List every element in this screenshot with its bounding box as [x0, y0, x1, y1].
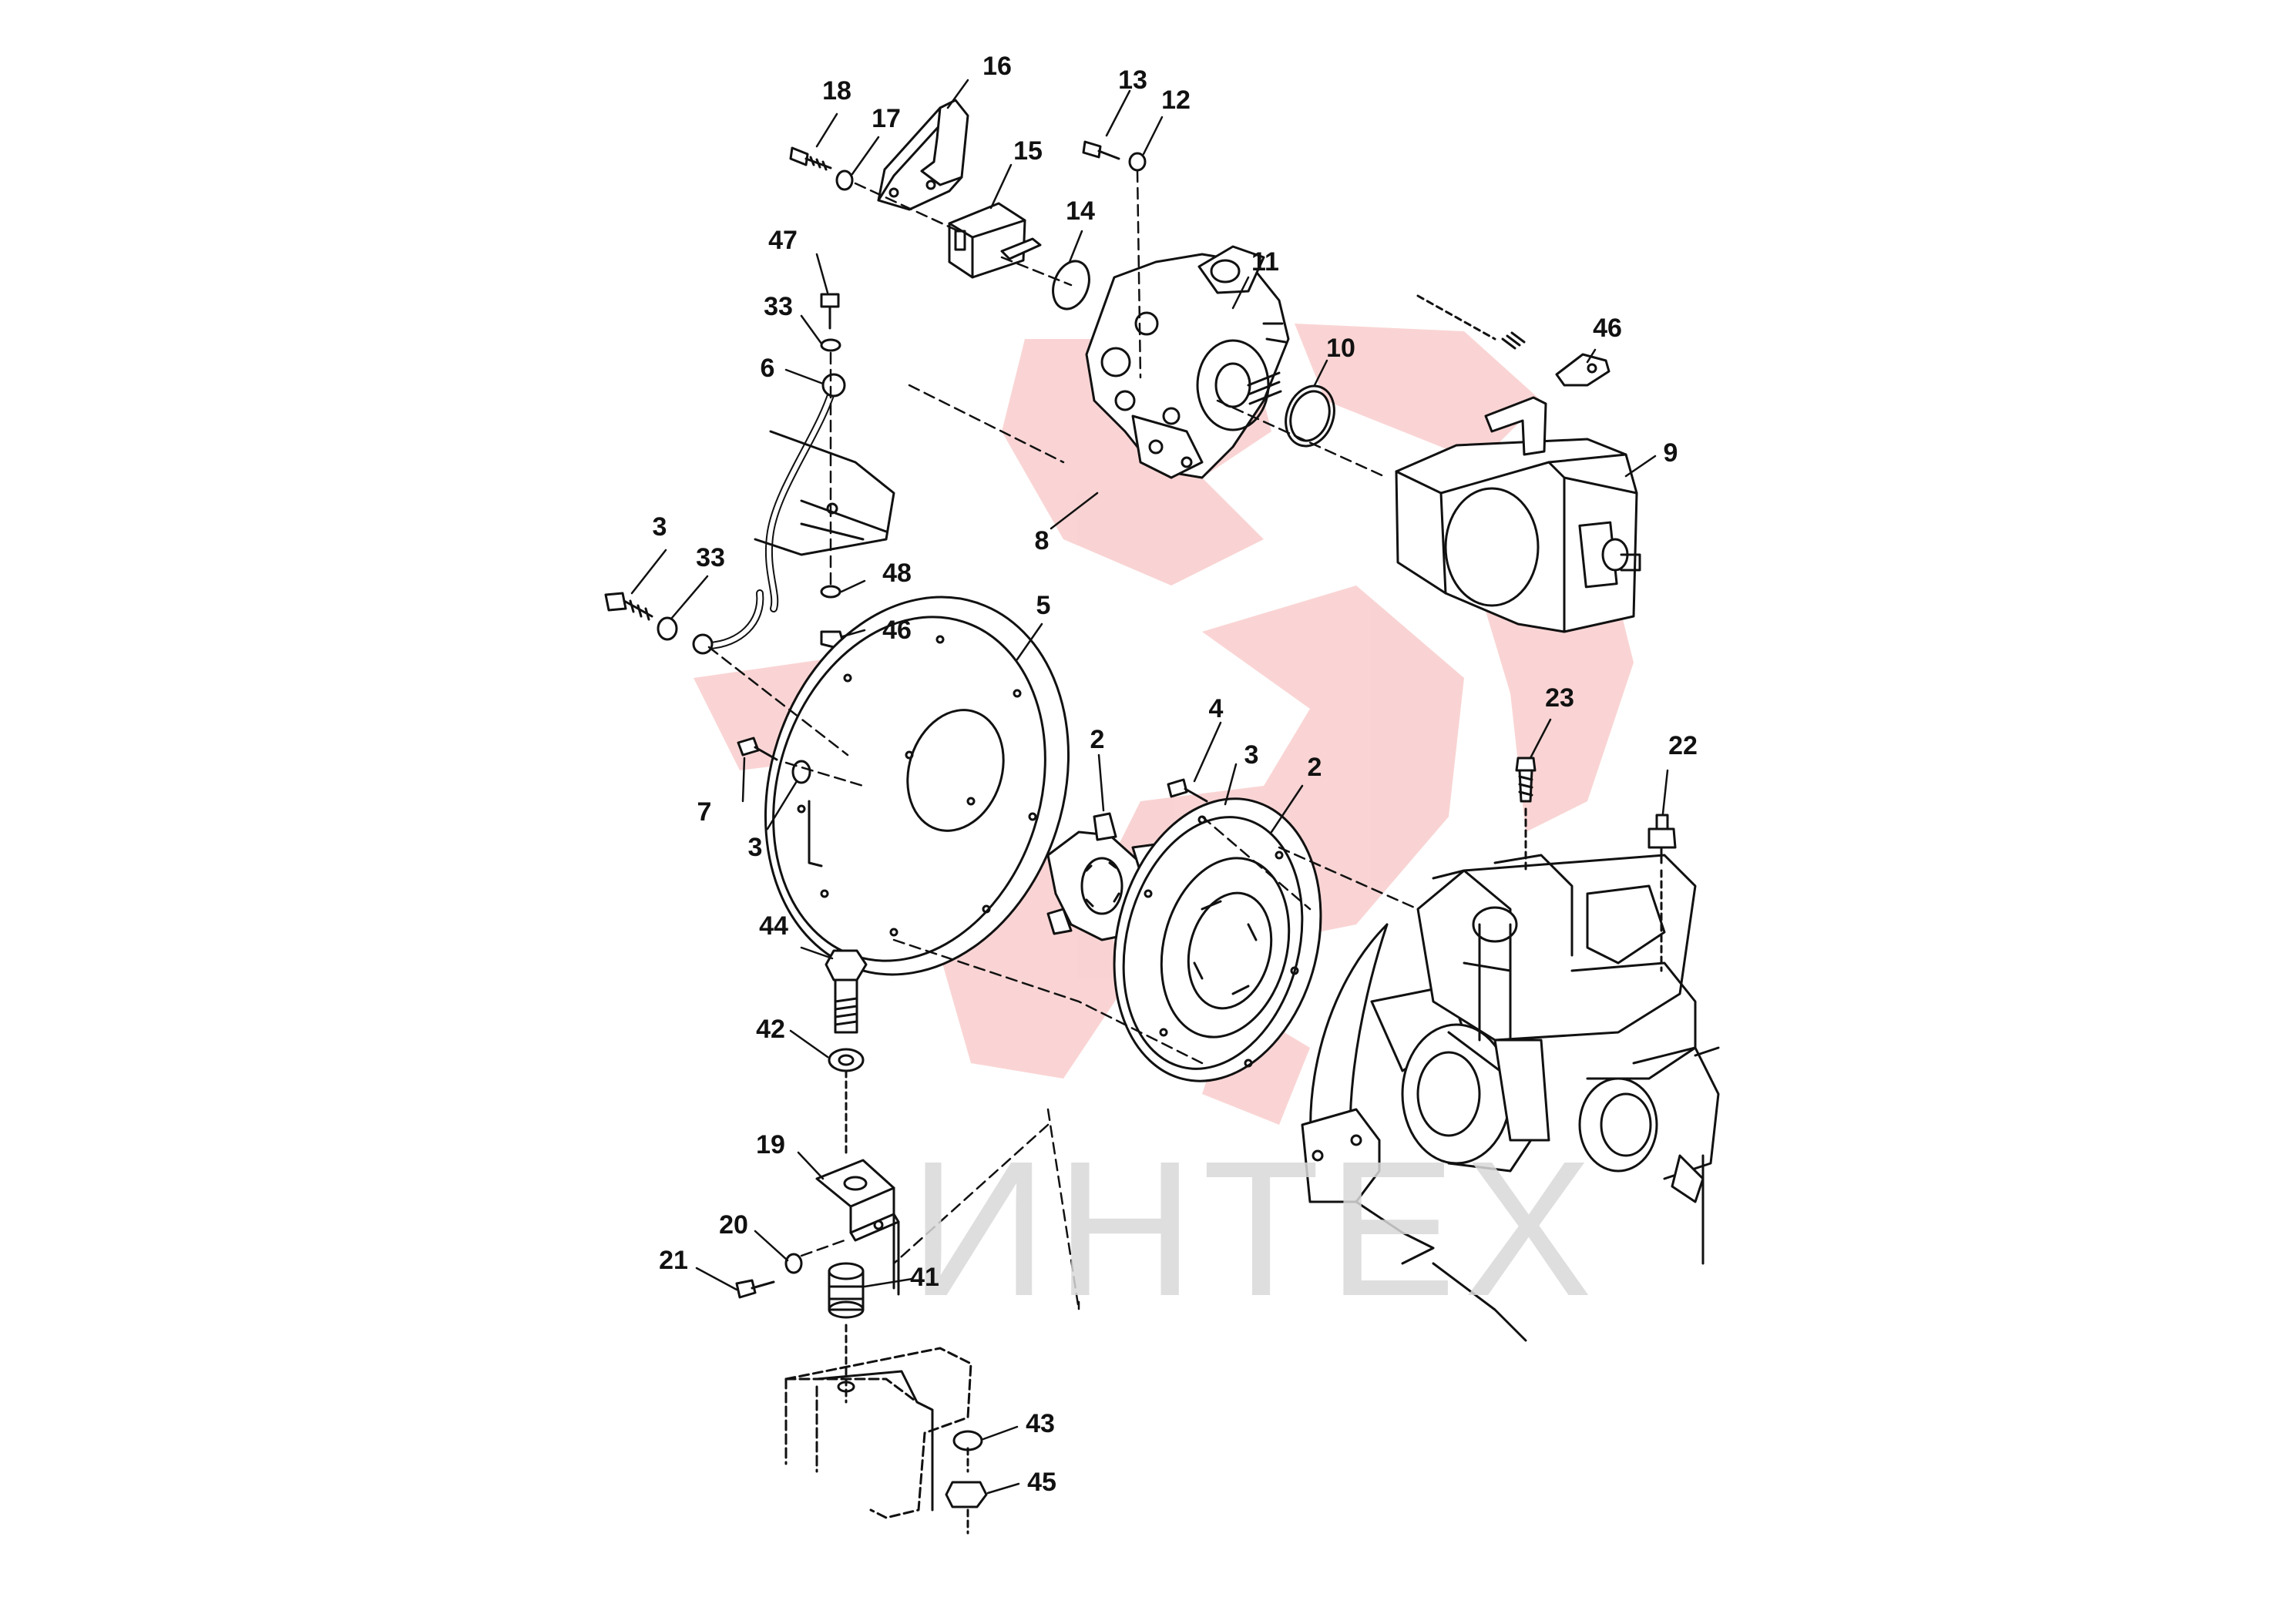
sensor-22: [1647, 814, 1677, 972]
leader-lines: [630, 79, 1669, 1495]
o-ring-10: [1285, 384, 1335, 448]
callout-41: 41: [910, 1263, 939, 1292]
washer-3-hose: [657, 616, 678, 641]
callout-17: 17: [872, 104, 901, 133]
bracket-16: [877, 99, 969, 211]
callout-21: 21: [659, 1246, 688, 1275]
callout-3: 3: [747, 833, 763, 862]
callout-18: 18: [822, 76, 851, 106]
engine-block: [1301, 854, 1720, 1342]
callout-8: 8: [1034, 526, 1050, 555]
watermark-text: ИНТЕХ: [909, 1121, 1600, 1336]
callout-13: 13: [1118, 65, 1147, 95]
washer-12: [1128, 152, 1147, 172]
callout-9: 9: [1663, 438, 1678, 468]
washer-33-lower: [820, 585, 841, 599]
hose-6: [692, 373, 846, 655]
washer-42: [828, 1048, 865, 1072]
bolt-21: [735, 1279, 775, 1299]
callout-16: 16: [982, 52, 1012, 81]
callout-20: 20: [719, 1210, 748, 1240]
callout-3: 3: [652, 512, 667, 542]
coupling-2-large: [1113, 797, 1322, 1082]
callout-22: 22: [1668, 731, 1698, 760]
callout-15: 15: [1013, 136, 1043, 166]
callout-11: 11: [1251, 247, 1279, 277]
callout-4: 4: [1208, 694, 1224, 723]
bolt-47: [820, 293, 840, 330]
callout-3: 3: [1244, 740, 1259, 770]
hydraulic-pump-11: [1085, 245, 1290, 479]
washer-20: [784, 1253, 803, 1274]
callout-14: 14: [1066, 196, 1095, 226]
callout-23: 23: [1545, 683, 1574, 713]
washer-3-plate: [791, 760, 811, 784]
washer-17: [835, 169, 854, 191]
callout-45: 45: [1027, 1468, 1056, 1497]
bolt-4: [1167, 778, 1208, 803]
callout-2: 2: [1090, 725, 1105, 754]
callout-46: 46: [1593, 314, 1622, 343]
callout-5: 5: [1036, 591, 1051, 620]
sensor-23: [1515, 757, 1537, 872]
callout-46: 46: [882, 616, 912, 645]
mount-plate: [754, 430, 895, 556]
bolt-13: [1082, 140, 1120, 160]
callout-2: 2: [1307, 753, 1322, 782]
frame-bracket-solid: [815, 1370, 934, 1512]
callout-48: 48: [882, 559, 912, 588]
rubber-mount-41: [828, 1262, 865, 1319]
callout-42: 42: [756, 1015, 785, 1044]
assembly-lines: [707, 169, 1419, 1311]
callout-12: 12: [1161, 86, 1191, 115]
bracket-19: [815, 1159, 900, 1296]
washer-43: [952, 1430, 983, 1451]
washer-33-upper: [820, 338, 841, 352]
bolt-44: [825, 949, 868, 1034]
callout-6: 6: [760, 354, 775, 383]
bolt-18: [789, 146, 832, 171]
callout-7: 7: [697, 797, 712, 827]
callout-43: 43: [1026, 1409, 1055, 1438]
callout-33: 33: [764, 292, 793, 321]
callout-33: 33: [696, 543, 725, 572]
callout-10: 10: [1326, 334, 1355, 363]
callout-44: 44: [759, 911, 788, 941]
callout-19: 19: [756, 1130, 785, 1159]
nut-45: [945, 1481, 988, 1508]
bolt-7: [737, 737, 778, 761]
rod-46-upper: [1416, 294, 1611, 387]
callout-47: 47: [768, 226, 798, 255]
gearbox-9: [1395, 396, 1641, 633]
bolt-8: [604, 592, 653, 621]
